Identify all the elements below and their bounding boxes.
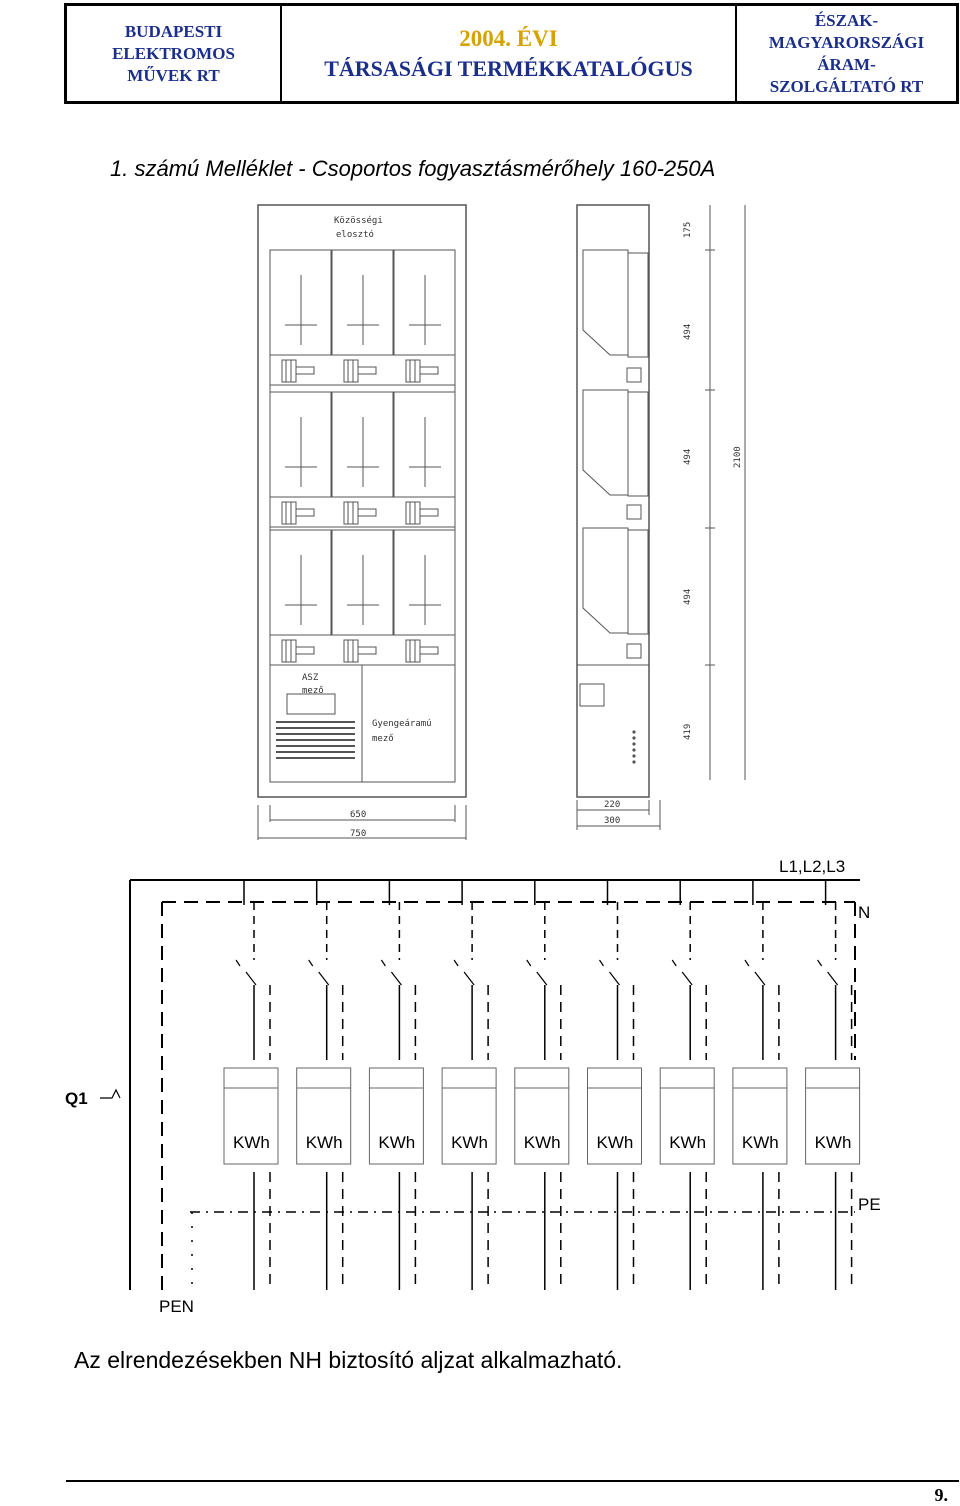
dim-width-inner: 650 [350,810,366,820]
meter-branch: KWh [296,880,352,1290]
header-catalog-title: TÁRSASÁGI TERMÉKKATALÓGUS [324,55,693,81]
front-top-label-2: elosztó [336,229,374,240]
meter-kwh-label: KWh [597,1133,634,1152]
header-right-line-4: SZOLGÁLTATÓ RT [769,76,924,96]
meter-kwh-label: KWh [306,1133,343,1152]
neutral-label: N [858,903,870,922]
meter-branch: KWh [514,880,570,1290]
meter-branch: KWh [732,880,788,1290]
asz-label-2: mező [302,686,324,696]
meter-kwh-label: KWh [451,1133,488,1152]
front-top-label-1: Közösségi [334,215,383,226]
dim-side-bottom: 419 [683,724,693,740]
meter-branch: KWh [805,880,861,1290]
header-left-line-2: ELEKTROMOS [112,43,235,63]
header-left-company: BUDAPESTI ELEKTROMOS MŰVEK RT [67,6,282,101]
page-number: 9. [934,1485,949,1505]
q1-breaker-symbol [100,1088,121,1099]
pen-label: PEN [159,1297,194,1316]
meter-kwh-label: KWh [742,1133,779,1152]
meter-branch: KWh [587,880,642,1290]
meter-branch: KWh [441,880,497,1290]
header-left-line-3: MŰVEK RT [127,65,220,85]
weak-label-2: mező [372,734,394,744]
meter-kwh-label: KWh [233,1133,270,1152]
dim-width-outer: 750 [350,829,366,839]
footer-divider [66,1480,959,1482]
meter-kwh-label: KWh [378,1133,415,1152]
header-right-line-2: MAGYARORSZÁGI [768,32,925,52]
caption-text: Az elrendezésekben NH biztosító aljzat a… [74,1347,623,1373]
bus-label: L1,L2,L3 [779,857,845,876]
meter-branch: KWh [368,880,424,1290]
dim-side-top: 175 [683,222,693,238]
page-title: 1. számú Melléklet - Csoportos fogyasztá… [110,156,716,181]
cabinet-side-view [576,204,746,830]
meter-branch: KWh [659,880,715,1290]
pe-label: PE [858,1195,881,1214]
meter-kwh-label: KWh [815,1133,852,1152]
header-table: BUDAPESTI ELEKTROMOS MŰVEK RT 2004. ÉVI … [64,3,959,104]
dim-side-2: 494 [683,449,693,465]
meter-kwh-label: KWh [669,1133,706,1152]
meter-branch: KWh [223,880,279,1290]
dim-depth-outer: 300 [604,816,620,826]
header-right-company: ÉSZAK- MAGYARORSZÁGI ÁRAM- SZOLGÁLTATÓ R… [737,6,956,101]
wiring-schematic: KWh KWh KWh KWh KWh KWh KWh KWh KWh [100,879,861,1290]
dim-side-1: 494 [683,324,693,340]
dim-side-total: 2100 [733,446,743,468]
cabinet-front-view [257,204,467,840]
header-center: 2004. ÉVI TÁRSASÁGI TERMÉKKATALÓGUS [282,6,737,101]
header-right-line-3: ÁRAM- [817,54,876,74]
q1-label: Q1 [65,1089,88,1108]
asz-label-1: ASZ [302,673,319,683]
dim-depth-inner: 220 [604,800,620,810]
header-year: 2004. ÉVI [459,25,558,51]
dim-side-3: 494 [683,589,693,605]
header-right-line-1: ÉSZAK- [814,10,879,30]
header-left-line-1: BUDAPESTI [124,21,223,41]
meter-kwh-label: KWh [524,1133,561,1152]
weak-label-1: Gyengeáramú [372,719,432,729]
